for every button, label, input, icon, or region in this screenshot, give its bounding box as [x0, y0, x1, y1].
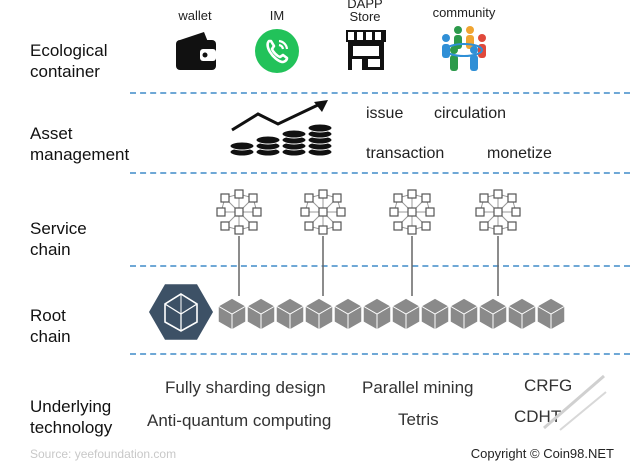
cluster-node	[332, 193, 342, 203]
cluster-node	[248, 221, 258, 231]
tech-term-sharding: Fully sharding design	[165, 378, 326, 397]
cluster-node	[220, 193, 230, 203]
cluster-node	[252, 207, 262, 217]
wallet-icon	[176, 32, 216, 70]
layer-divider	[130, 353, 630, 355]
cluster-node	[421, 193, 431, 203]
layer-label-root-chain: Root chain	[30, 306, 71, 346]
tech-term-cdht: CDHT	[514, 407, 562, 426]
cluster-node	[475, 207, 485, 217]
cluster-node	[479, 221, 489, 231]
cluster-node	[336, 207, 346, 217]
community-icon	[442, 26, 486, 71]
source-caption: Source: yeefoundation.com	[30, 447, 177, 461]
asset-term-transaction: transaction	[366, 145, 445, 162]
layer-label-ecological-container: Ecological container	[30, 41, 108, 81]
cluster-node	[511, 207, 521, 217]
cluster-node	[300, 207, 310, 217]
layer-divider	[130, 265, 630, 267]
store-icon	[346, 30, 386, 70]
cluster-node	[318, 207, 328, 217]
cluster-node	[248, 193, 258, 203]
cluster-node	[216, 207, 226, 217]
cluster-node	[304, 221, 314, 231]
cluster-node	[234, 207, 244, 217]
cluster-node	[393, 193, 403, 203]
coins-growth-icon	[229, 100, 333, 157]
cluster-node	[234, 189, 244, 199]
cluster-node	[479, 193, 489, 203]
cluster-node	[425, 207, 435, 217]
community-label: community	[432, 5, 496, 20]
cluster-node	[493, 189, 503, 199]
layer-divider	[130, 172, 630, 174]
layer-label-asset-management: Asset management	[30, 124, 130, 164]
cluster-node	[407, 189, 417, 199]
cluster-node	[318, 189, 328, 199]
cluster-node	[493, 207, 503, 217]
cluster-node	[407, 225, 417, 235]
tech-term-parallel-mining: Parallel mining	[362, 378, 474, 397]
layer-label-service-chain: Service chain	[30, 219, 87, 259]
cluster-node	[304, 193, 314, 203]
asset-term-issue: issue	[366, 105, 404, 122]
im-label: IM	[269, 8, 285, 23]
cluster-node	[332, 221, 342, 231]
layer-divider	[130, 92, 630, 94]
tech-term-crfg: CRFG	[524, 376, 573, 395]
cluster-node	[493, 225, 503, 235]
copyright-caption: Copyright © Coin98.NET	[470, 446, 614, 461]
layer-label-underlying-technology: Underlying technology	[30, 397, 113, 437]
asset-term-circulation: circulation	[434, 105, 507, 122]
wallet-label: wallet	[178, 8, 212, 23]
cluster-node	[407, 207, 417, 217]
cluster-node	[318, 225, 328, 235]
dapp-store-label: DAPP Store	[347, 0, 383, 24]
phone-icon	[255, 29, 299, 73]
asset-term-monetize: monetize	[487, 145, 552, 162]
cluster-node	[421, 221, 431, 231]
cluster-node	[507, 221, 517, 231]
cluster-node	[393, 221, 403, 231]
decorative-stroke	[543, 374, 607, 431]
cluster-node	[507, 193, 517, 203]
tech-term-tetris: Tetris	[398, 410, 439, 429]
cluster-node	[389, 207, 399, 217]
cluster-node	[234, 225, 244, 235]
cluster-node	[220, 221, 230, 231]
tech-term-anti-quantum: Anti-quantum computing	[147, 411, 332, 430]
